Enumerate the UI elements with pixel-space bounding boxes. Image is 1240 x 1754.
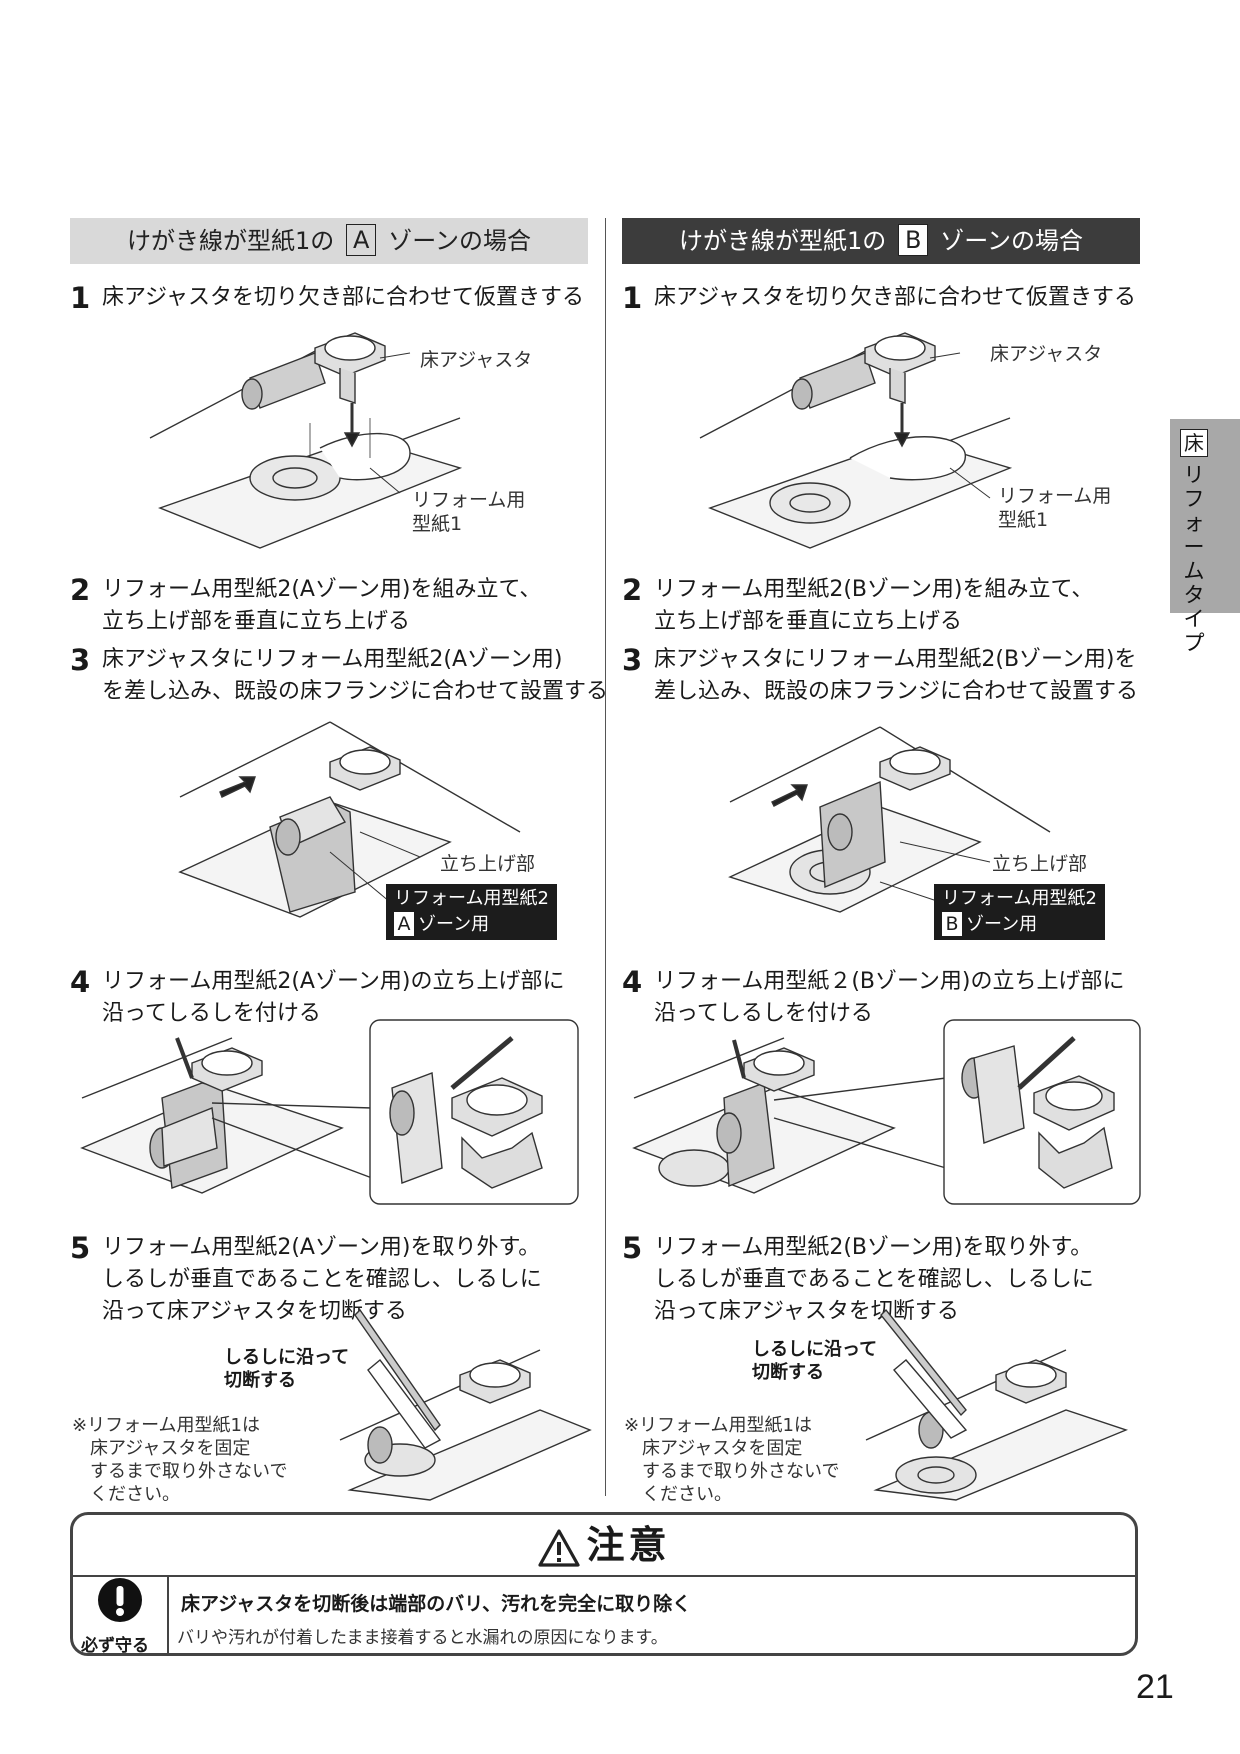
- illustration-a-step1: [149, 332, 463, 549]
- label-b-zone-use: ゾーン用: [966, 914, 1038, 935]
- illustration-a-step3: [178, 721, 521, 918]
- label-a-zone-use: ゾーン用: [418, 914, 490, 935]
- label-b-adjuster: 床アジャスタ: [990, 343, 1103, 365]
- exclamation-circle-icon: [98, 1578, 142, 1622]
- label-b-template2: リフォーム用型紙2: [942, 888, 1097, 909]
- header-b-post: ゾーンの場合: [940, 227, 1084, 255]
- label-a-template1: リフォーム用 型紙1: [412, 489, 526, 535]
- step-number: 4: [70, 965, 91, 999]
- column-divider: [605, 218, 606, 1496]
- caution-main-text: 床アジャスタを切断後は端部のバリ、汚れを完全に取り除く: [181, 1593, 692, 1615]
- step-text: 床アジャスタにリフォーム用型紙2(Bゾーン用)を 差し込み、既設の床フランジに合…: [654, 647, 1139, 704]
- step-text: リフォーム用型紙2(Aゾーン用)を取り外す。 しるしが垂直であることを確認し、し…: [102, 1235, 542, 1324]
- illustration-b-step3: [728, 726, 1051, 913]
- warning-triangle-icon: [538, 1528, 581, 1567]
- caution-sub-text: バリや汚れが付着したまま接着すると水漏れの原因になります。: [177, 1628, 668, 1648]
- header-b-pre: けがき線が型紙1の: [678, 227, 887, 255]
- caution-box: 注意 必ず守る 床アジャスタを切断後は端部のバリ、汚れを完全に取り除く バリや汚…: [70, 1512, 1138, 1656]
- zone-square-a: A: [394, 912, 414, 936]
- zone-box-b: B: [898, 224, 929, 256]
- label-a-cut: しるしに沿って 切断する: [224, 1347, 350, 1391]
- label-a-template2: リフォーム用型紙2: [394, 888, 549, 909]
- step-text: 床アジャスタにリフォーム用型紙2(Aゾーン用) を差し込み、既設の床フランジに合…: [102, 647, 609, 704]
- step-number: 3: [70, 643, 91, 677]
- section-header-b: けがき線が型紙1の B ゾーンの場合: [622, 218, 1140, 264]
- note-b: ※リフォーム用型紙1は 床アジャスタを固定 するまで取り外さないで ください。: [624, 1415, 840, 1505]
- illustration-b-step4: [632, 1019, 1141, 1205]
- illustration-b-step1: [699, 332, 1013, 549]
- step-number: 4: [622, 965, 643, 999]
- step-number: 2: [70, 573, 91, 607]
- page-number: 21: [1136, 1668, 1174, 1706]
- step-number: 2: [622, 573, 643, 607]
- section-header-a: けがき線が型紙1の A ゾーンの場合: [70, 218, 588, 264]
- step-text: 床アジャスタを切り欠き部に合わせて仮置きする: [102, 285, 585, 310]
- label-a-riser: 立ち上げ部: [440, 853, 536, 875]
- step-text: リフォーム用型紙2(Bゾーン用)を取り外す。 しるしが垂直であることを確認し、し…: [654, 1235, 1094, 1324]
- step-number: 1: [622, 281, 643, 315]
- label-b-template1: リフォーム用 型紙1: [998, 485, 1112, 531]
- step-number: 5: [622, 1231, 643, 1265]
- must-panel: 必ず守る: [73, 1575, 169, 1656]
- step-text: 床アジャスタを切り欠き部に合わせて仮置きする: [654, 285, 1137, 310]
- side-tab-kanji: 床: [1180, 429, 1208, 457]
- note-a: ※リフォーム用型紙1は 床アジャスタを固定 するまで取り外さないで ください。: [72, 1415, 288, 1505]
- side-tab-text: リフォームタイプ: [1183, 463, 1205, 655]
- zone-square-b: B: [942, 912, 962, 936]
- step-text: リフォーム用型紙2(Bゾーン用)を組み立て、 立ち上げ部を垂直に立ち上げる: [654, 577, 1094, 634]
- header-a-post: ゾーンの場合: [388, 227, 532, 255]
- side-tab: 床 リフォームタイプ: [1170, 419, 1240, 655]
- step-text: リフォーム用型紙2(Aゾーン用)の立ち上げ部に 沿ってしるしを付ける: [102, 969, 565, 1026]
- label-b-riser: 立ち上げ部: [992, 853, 1088, 875]
- illustration-b-step5: [865, 1308, 1129, 1501]
- step-number: 5: [70, 1231, 91, 1265]
- label-b-cut: しるしに沿って 切断する: [752, 1339, 878, 1383]
- step-text: リフォーム用型紙２(Bゾーン用)の立ち上げ部に 沿ってしるしを付ける: [654, 969, 1125, 1026]
- header-a-pre: けがき線が型紙1の: [126, 227, 335, 255]
- label-a-adjuster: 床アジャスタ: [420, 349, 533, 371]
- illustration-a-step5: [339, 1308, 592, 1501]
- step-number: 3: [622, 643, 643, 677]
- caution-header: 注意: [73, 1515, 1135, 1577]
- caution-title: 注意: [586, 1523, 671, 1567]
- illustration-a-step4: [80, 1019, 579, 1205]
- step-text: リフォーム用型紙2(Aゾーン用)を組み立て、 立ち上げ部を垂直に立ち上げる: [102, 577, 542, 634]
- zone-box-a: A: [346, 224, 377, 256]
- step-number: 1: [70, 281, 91, 315]
- must-label: 必ず守る: [81, 1636, 149, 1656]
